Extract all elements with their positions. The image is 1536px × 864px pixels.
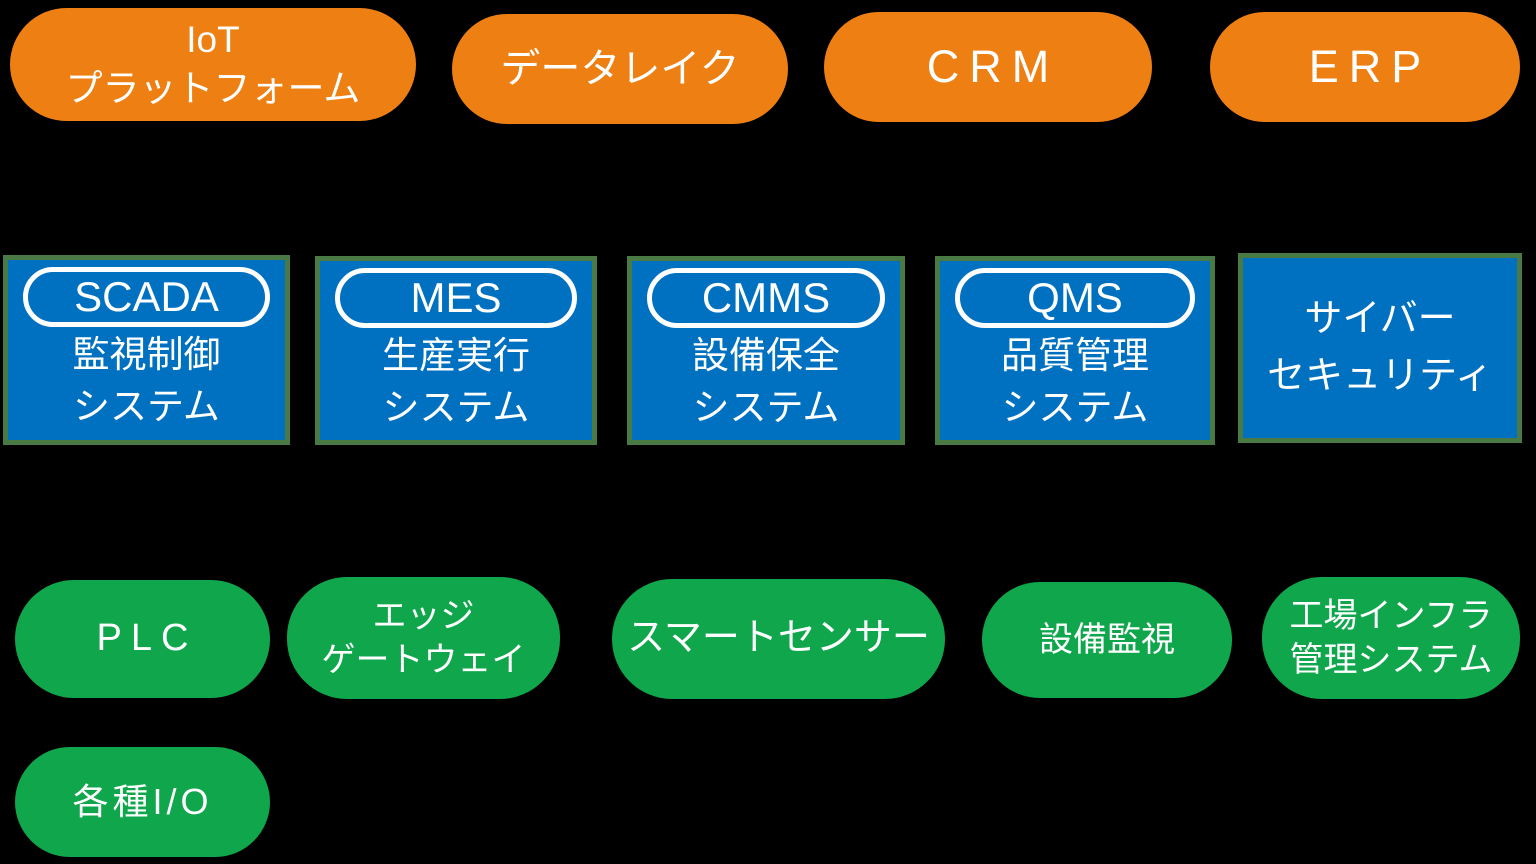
node-label: サイバー <box>1304 298 1456 340</box>
node-label: データレイク <box>500 47 740 91</box>
node-various-io: 各種I/O <box>15 747 270 857</box>
node-label: ERP <box>1308 40 1432 92</box>
node-label: システム <box>382 387 530 429</box>
node-label: 各種I/O <box>72 780 213 822</box>
node-label: システム <box>73 386 220 428</box>
node-label: ゲートウェイ <box>321 641 526 679</box>
acronym-label: MES <box>410 274 502 321</box>
acronym-label: CMMS <box>701 274 831 321</box>
node-label: 管理システム <box>1289 641 1493 679</box>
node-label: 品質管理 <box>1001 335 1149 376</box>
node-label: エッジ <box>372 596 475 635</box>
node-label: PLC <box>96 617 198 660</box>
acronym-pill: SCADA <box>23 267 270 327</box>
node-label: 設備保全 <box>692 335 840 376</box>
node-iot-platform: IoT プラットフォーム <box>10 8 416 121</box>
node-label: CRM <box>926 40 1060 92</box>
node-label: プラットフォーム <box>65 67 361 109</box>
node-mes-system: MES 生産実行 システム <box>315 256 597 445</box>
node-label: 生産実行 <box>382 335 530 376</box>
node-label: システム <box>692 387 840 429</box>
node-label: スマートセンサー <box>627 617 930 660</box>
acronym-pill: CMMS <box>646 268 886 328</box>
acronym-label: SCADA <box>74 273 219 320</box>
node-plc: PLC <box>15 580 270 698</box>
node-equipment-monitoring: 設備監視 <box>982 582 1232 698</box>
node-label: システム <box>1001 387 1149 429</box>
node-scada-system: SCADA 監視制御 システム <box>3 255 290 445</box>
node-cybersecurity: サイバー セキュリティ <box>1238 253 1522 443</box>
node-cmms-system: CMMS 設備保全 システム <box>627 256 905 445</box>
node-label: 監視制御 <box>72 334 221 375</box>
node-erp: ERP <box>1210 12 1520 122</box>
node-edge-gateway: エッジ ゲートウェイ <box>287 577 560 699</box>
node-label: セキュリティ <box>1267 355 1493 397</box>
node-crm: CRM <box>824 12 1152 122</box>
node-data-lake: データレイク <box>452 14 788 124</box>
acronym-pill: MES <box>334 268 578 328</box>
node-label: 設備監視 <box>1039 620 1175 659</box>
acronym-pill: QMS <box>954 268 1196 328</box>
node-label: 工場インフラ <box>1289 596 1493 635</box>
node-factory-infra-management: 工場インフラ 管理システム <box>1262 577 1520 699</box>
node-qms-system: QMS 品質管理 システム <box>935 256 1215 445</box>
node-smart-sensor: スマートセンサー <box>612 579 945 699</box>
node-label: IoT <box>186 19 240 61</box>
acronym-label: QMS <box>1027 274 1123 321</box>
